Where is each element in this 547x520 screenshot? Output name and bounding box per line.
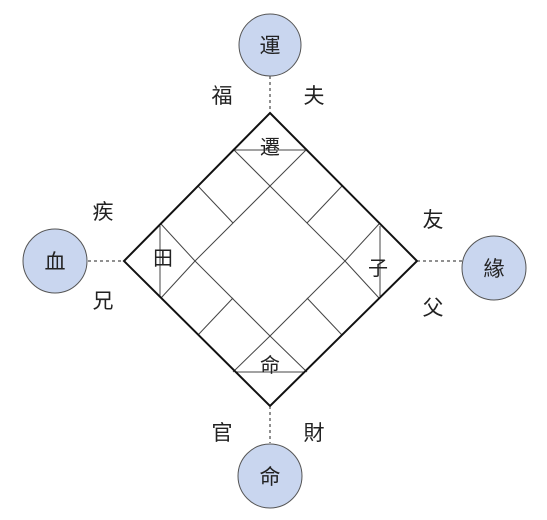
grid-line <box>269 148 308 187</box>
grid-line <box>197 297 234 336</box>
inner-grid <box>159 148 381 373</box>
label-right-top: 友 <box>423 208 444 232</box>
cell-bottom-label: 命 <box>260 353 280 377</box>
grid-line <box>160 260 196 299</box>
grid-line <box>344 260 380 299</box>
cell-left-label: 田 <box>153 246 173 270</box>
label-bottom-right: 財 <box>304 421 325 445</box>
circle-top <box>238 13 302 77</box>
grid-line <box>232 148 271 187</box>
cell-right-label: 子 <box>368 256 388 280</box>
circle-right <box>461 235 527 301</box>
label-top-right: 夫 <box>304 84 325 108</box>
circle-bottom-label: 命 <box>260 465 281 489</box>
label-bottom-left: 官 <box>212 421 233 445</box>
circle-top-label: 運 <box>260 34 281 58</box>
outer-diamond <box>122 111 419 408</box>
circles <box>22 13 527 509</box>
grid-line <box>306 297 343 336</box>
circle-labels: 運 血 緣 命 <box>45 34 505 489</box>
grid-line <box>160 223 196 262</box>
circle-left-label: 血 <box>45 250 66 274</box>
cell-top-label: 遷 <box>260 135 280 159</box>
circle-left <box>22 228 88 294</box>
grid-line <box>232 335 271 373</box>
circle-bottom <box>237 443 303 509</box>
grid-line <box>197 185 234 224</box>
label-left-top: 疾 <box>93 200 114 224</box>
grid-line <box>344 223 380 262</box>
grid-line <box>306 185 343 224</box>
label-right-bottom: 父 <box>423 296 444 320</box>
connector-lines <box>88 76 463 443</box>
cell-labels: 遷 田 子 命 <box>153 135 388 377</box>
grid-line <box>269 335 308 373</box>
inner-diamond <box>194 185 346 337</box>
circle-right-label: 緣 <box>484 257 505 281</box>
label-left-bottom: 兄 <box>93 289 114 313</box>
side-labels: 福 夫 疾 兄 友 父 官 財 <box>93 84 444 445</box>
label-top-left: 福 <box>212 84 233 108</box>
